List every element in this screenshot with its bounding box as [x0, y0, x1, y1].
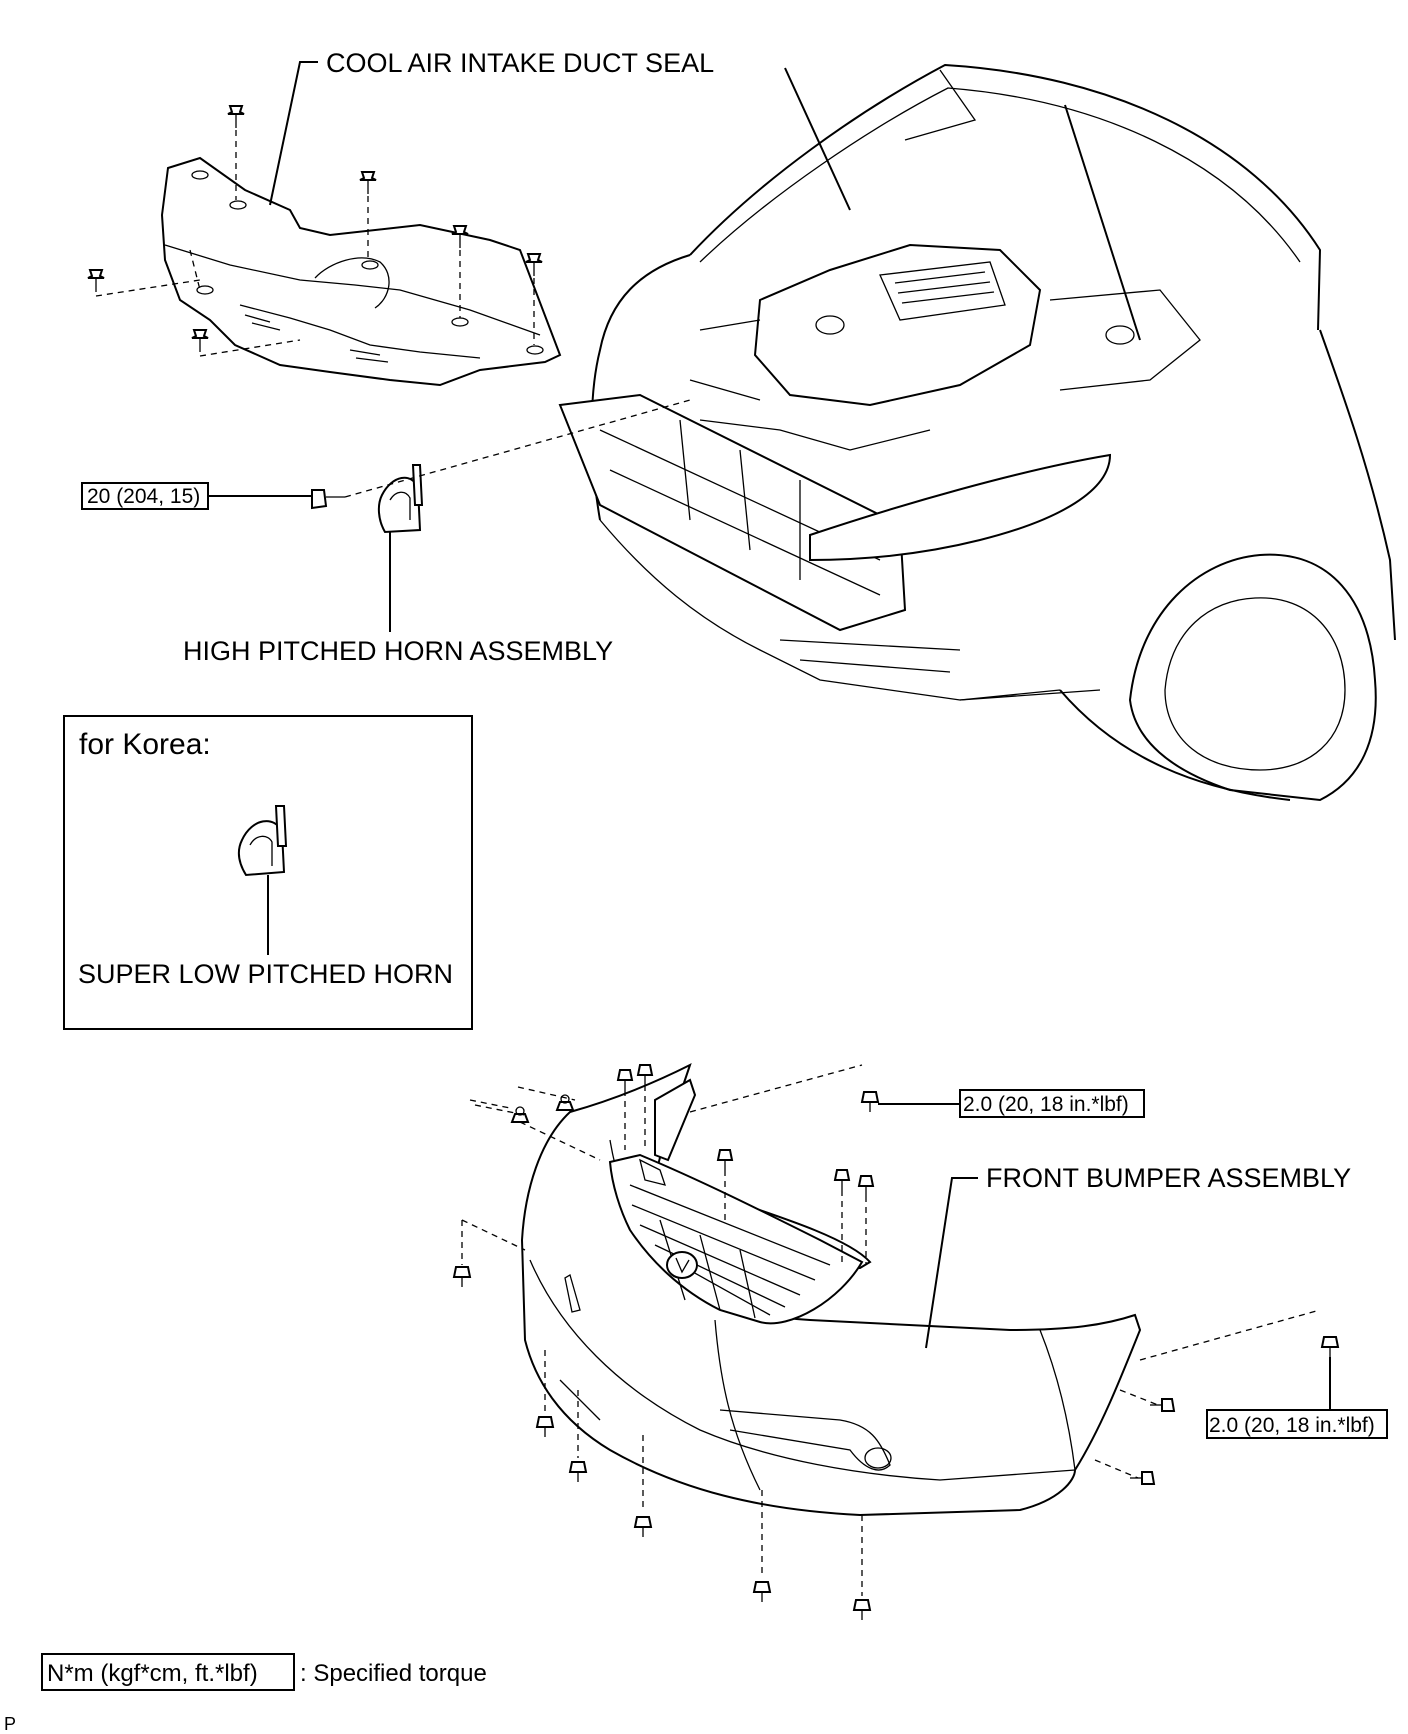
vehicle-front-illustration: [558, 63, 1396, 802]
bumper-top-torque-box: [959, 1089, 1145, 1118]
front-bumper-part: [520, 1063, 1142, 1517]
bumper-fasteners: [452, 1064, 1340, 1620]
legend-unit-box: [41, 1653, 295, 1691]
front-bumper-label: FRONT BUMPER ASSEMBLY: [986, 1163, 1351, 1193]
corner-mark: P: [4, 1714, 16, 1734]
duct-seal-label: COOL AIR INTAKE DUCT SEAL: [326, 48, 714, 78]
front-bumper-leader: [925, 1177, 978, 1349]
high-pitched-horn-part: [377, 464, 424, 534]
horn-bolt-torque-box: [81, 482, 209, 510]
bumper-side-torque-box: [1206, 1409, 1388, 1439]
duct-seal-clips: [87, 105, 543, 357]
super-low-horn-label: SUPER LOW PITCHED HORN: [78, 959, 453, 989]
legend-description: : Specified torque: [300, 1660, 487, 1687]
korea-inset-heading: for Korea:: [79, 728, 211, 761]
super-low-pitched-horn-part: [237, 805, 288, 877]
bumper-top-torque-value: 2.0 (20, 18 in.*lbf): [963, 1093, 1129, 1116]
horn-mount-line: [344, 399, 691, 498]
cool-air-intake-duct-seal-part: [160, 156, 562, 387]
high-horn-label: HIGH PITCHED HORN ASSEMBLY: [183, 636, 613, 666]
legend-unit-text: N*m (kgf*cm, ft.*lbf): [47, 1660, 258, 1687]
duct-seal-leader: [269, 61, 318, 206]
front-grille-part: [608, 1153, 864, 1325]
horn-bolt: [311, 489, 345, 510]
bumper-side-torque-value: 2.0 (20, 18 in.*lbf): [1209, 1414, 1375, 1437]
bumper-top-bracket: [654, 1078, 697, 1162]
horn-bolt-torque-value: 20 (204, 15): [87, 485, 200, 508]
